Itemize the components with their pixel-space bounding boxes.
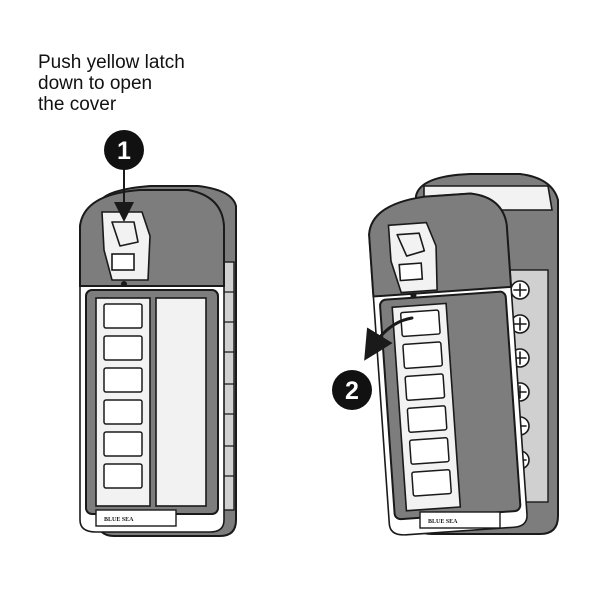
step-1-marker: 1 — [104, 130, 144, 222]
instruction-line-3: the cover — [38, 94, 117, 115]
open-latch-tab — [398, 262, 424, 282]
open-brand-text: BLUE SEA — [428, 519, 458, 525]
closed-brand-plate — [95, 509, 177, 527]
closed-brand-text: BLUE SEA — [104, 517, 134, 523]
open-brand-plate — [419, 511, 501, 529]
open-fuse-windows — [399, 309, 452, 497]
step-2-number: 2 — [345, 377, 359, 405]
instruction-line-2: down to open — [38, 73, 153, 94]
open-direction-arrow — [364, 316, 414, 361]
instruction-text: Push yellow latch down to open the cover — [38, 52, 268, 115]
step-1-badge — [104, 130, 144, 170]
open-cover-cap — [368, 192, 513, 298]
open-latch — [387, 221, 438, 299]
closed-latch — [101, 211, 151, 287]
step-2-marker: 2 — [332, 370, 372, 410]
step-2-badge — [332, 370, 372, 410]
closed-top-cap — [79, 189, 225, 287]
closed-fuse-windows — [103, 303, 143, 489]
step-1-number: 1 — [117, 137, 131, 165]
closed-latch-tab — [111, 253, 135, 271]
fuse-block-closed: BLUE SEA — [79, 185, 237, 537]
closed-right-column — [155, 297, 207, 507]
open-cover — [368, 192, 528, 536]
instruction-line-1: Push yellow latch — [38, 52, 185, 73]
fuse-block-open: BLUE SEA — [368, 173, 559, 536]
